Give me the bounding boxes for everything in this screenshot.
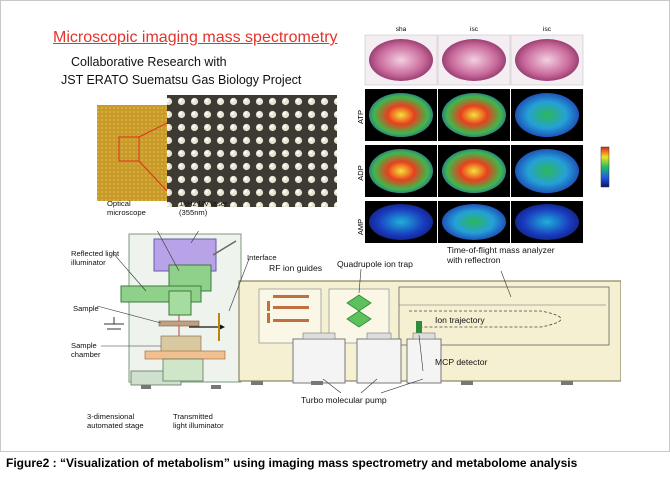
subtitle-line-2: JST ERATO Suematsu Gas Biology Project — [61, 73, 302, 87]
label-turbo-pump: Turbo molecular pump — [301, 395, 387, 405]
adp-row — [365, 145, 583, 197]
quadrupole-ion-trap-shape — [346, 294, 372, 312]
row-label-atp: ATP — [357, 110, 365, 124]
sample-stage — [158, 320, 200, 327]
label-mcp-detector: MCP detector — [435, 357, 488, 367]
label-sample-chamber: Sample chamber — [71, 341, 101, 359]
row-label-amp: AMP — [357, 219, 365, 235]
row-label-adp: ADP — [357, 165, 365, 180]
he-stain-row — [364, 34, 584, 86]
instrument-feet — [141, 381, 573, 389]
atp-row — [365, 89, 583, 141]
column-label-1: sha — [396, 26, 407, 33]
ground-symbol — [104, 317, 124, 330]
mcp-detector-shape — [416, 321, 422, 335]
label-transmitted-light: Transmitted light illuminator — [173, 412, 224, 430]
column-label-2: isc — [470, 26, 479, 33]
label-3d-stage: 3-dimensional automated stage — [87, 412, 144, 430]
label-sample: Sample — [73, 304, 99, 313]
label-uv-laser: 1kHz UV laser (355nm) — [179, 199, 228, 217]
slide-zoom-photo — [167, 95, 337, 207]
transmitted-light-body — [162, 358, 204, 382]
label-ion-trajectory: Ion trajectory — [435, 315, 485, 325]
microscope-frame — [120, 233, 242, 386]
figure-caption: Figure2 : “Visualization of metabolism” … — [6, 456, 578, 470]
label-reflected-light-illuminator: Reflected light illuminator — [71, 249, 120, 267]
figure-frame: Microscopic imaging mass spectrometry Co… — [0, 0, 670, 452]
label-tof-analyzer: Time-of-flight mass analyzer with reflec… — [447, 245, 555, 265]
color-scale-bar — [600, 146, 610, 188]
instrument-schematic — [96, 231, 621, 394]
figure-title: Microscopic imaging mass spectrometry — [53, 29, 338, 46]
slide-overview-photo — [97, 105, 167, 201]
sample-slide-photos — [97, 95, 337, 207]
label-interface: Interface — [247, 253, 277, 262]
label-optical-microscope: Optical microscope — [107, 199, 146, 217]
label-quadrupole-ion-trap: Quadrupole ion trap — [337, 259, 413, 269]
amp-row — [365, 201, 583, 243]
subtitle-line-1: Collaborative Research with — [71, 55, 227, 69]
turbo-pumps — [292, 332, 442, 384]
column-label-3: isc — [543, 26, 552, 33]
ion-trajectory-path — [409, 310, 562, 328]
label-rf-ion-guides: RF ion guides — [269, 263, 323, 273]
brain-imaging-panel: sha isc isc ATP ADP — [357, 26, 610, 243]
leader-lines — [96, 231, 512, 394]
